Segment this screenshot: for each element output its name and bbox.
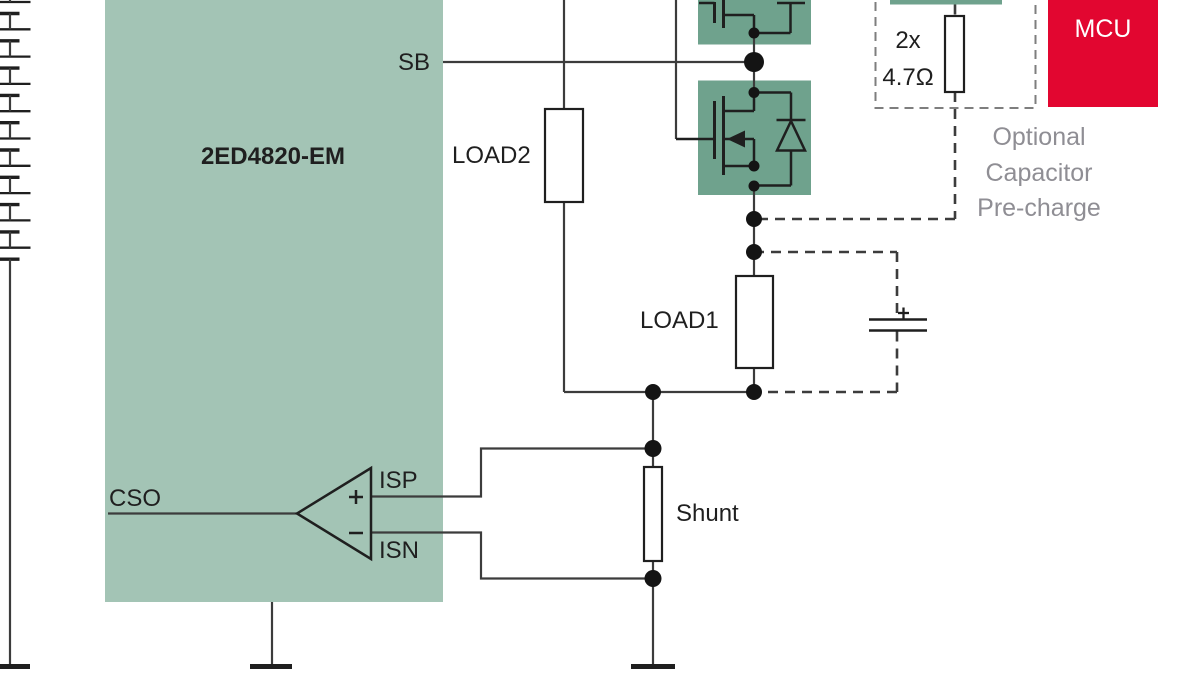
wire-isn (371, 531, 653, 580)
mcu-label: MCU (1074, 15, 1132, 43)
chip-name-label: 2ED4820-EM (200, 143, 346, 170)
precharge-note-line1: Optional (992, 123, 1086, 151)
body-diode-lower (754, 91, 807, 187)
pin-isn-label: ISN (379, 537, 420, 564)
precharge-option-box (874, 0, 1037, 109)
mosfet-lower-symbol (676, 91, 807, 187)
capacitor-symbol (869, 307, 927, 332)
load2-resistor (543, 107, 585, 204)
precharge-resistor (943, 14, 966, 94)
precharge-resistor-ohms: 4.7Ω (882, 64, 934, 91)
pin-isp-label: ISP (379, 467, 418, 494)
precharge-note-line3: Pre-charge (977, 194, 1101, 222)
precharge-resistor-value: 2x 4.7Ω (868, 22, 948, 96)
shunt-resistor (642, 465, 664, 563)
load2-label: LOAD2 (452, 142, 531, 169)
pin-sb-label: SB (398, 49, 431, 76)
opamp-triangle (294, 465, 373, 562)
precharge-note-line2: Capacitor (985, 158, 1093, 187)
mosfet-arrow (727, 130, 745, 148)
precharge-dashed-wires (754, 4, 957, 394)
precharge-mosfet-block-cut (890, 0, 1002, 5)
load1-label: LOAD1 (640, 307, 719, 334)
ground-symbols (0, 602, 675, 669)
wire-isp (371, 447, 653, 498)
pin-cso-label: CSO (109, 485, 162, 512)
mcu-block (1048, 0, 1158, 107)
battery-symbol (0, 0, 31, 664)
junction-dots (644, 27, 764, 587)
shunt-label: Shunt (676, 500, 739, 527)
precharge-resistor-qty: 2x (895, 27, 921, 54)
opamp-symbol (294, 465, 373, 562)
load1-resistor (734, 274, 775, 370)
driver-chip-block (105, 0, 443, 602)
precharge-note: Optional Capacitor Pre-charge (959, 120, 1119, 227)
